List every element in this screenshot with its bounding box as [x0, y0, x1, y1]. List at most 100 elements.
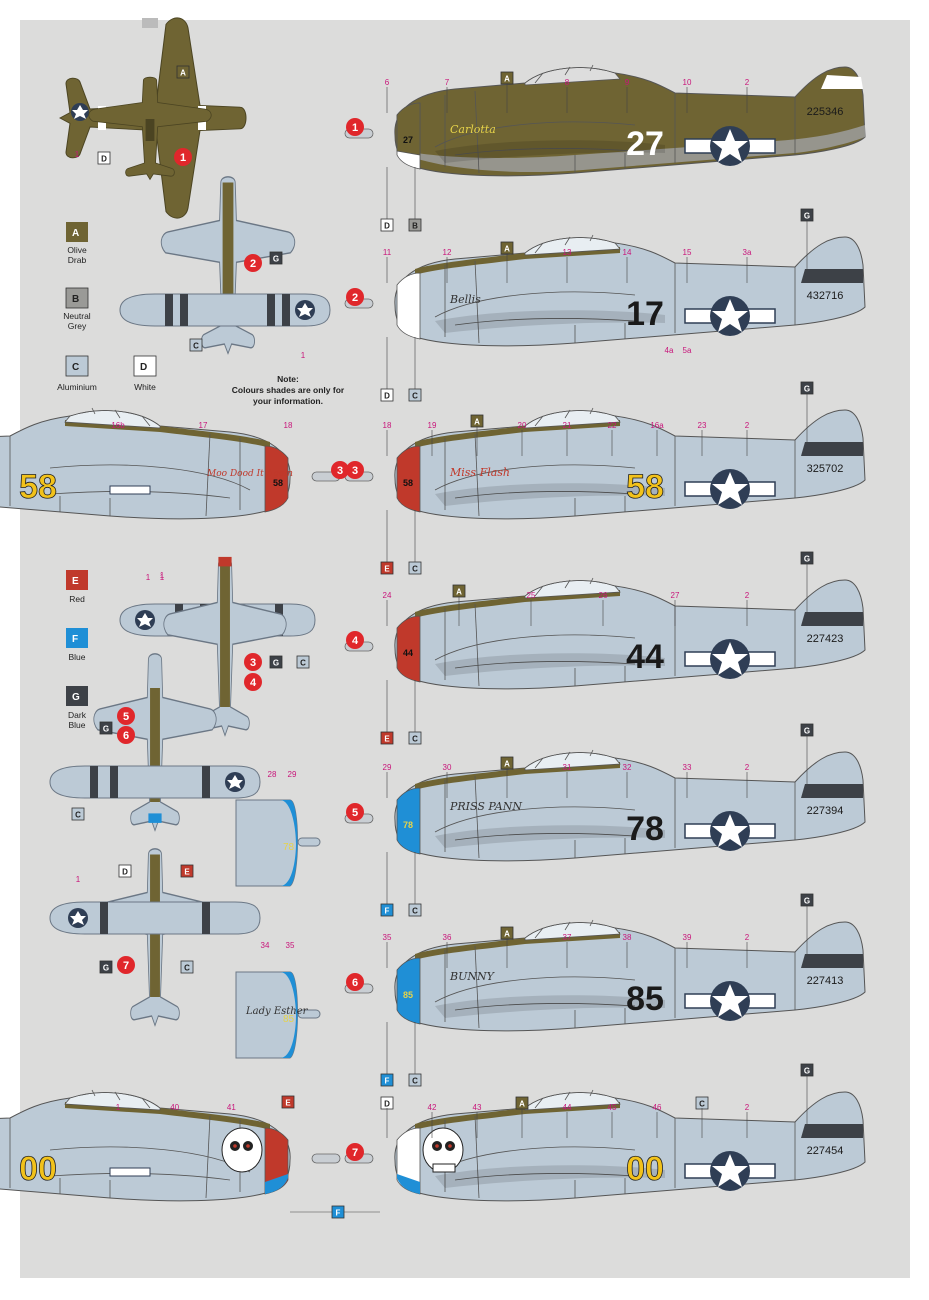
- profile-2-code: 17: [626, 295, 664, 333]
- profile-7-code: 00: [626, 1150, 664, 1188]
- svg-text:A: A: [72, 228, 79, 239]
- profile-1-serial: 225346: [807, 106, 844, 118]
- profile-7-marker: 7: [346, 1143, 364, 1161]
- left-profile-0: [0, 407, 341, 520]
- planform-3-4-code-c: C: [296, 655, 310, 669]
- planform-1-callout: 1: [75, 150, 80, 159]
- planform-2-marker: 2: [244, 254, 262, 272]
- planform-7-marker: 7: [117, 956, 135, 974]
- cowl-6-nose-art: Lady Esther: [245, 1006, 309, 1017]
- profile-3-nose-number: 58: [403, 478, 413, 488]
- legend-olive-drab: A Olive Drab: [66, 222, 88, 265]
- profile-6-callout-0: 35: [383, 933, 392, 942]
- profile-5-nose-art: PRISS PANN: [449, 800, 522, 813]
- profile-5-bottom-code-1-label: C: [412, 907, 418, 916]
- profile-4-bottom-code-0-label: E: [384, 735, 390, 744]
- profile-5-callout-4: 32: [623, 763, 632, 772]
- profile-1-callout-3: 8: [565, 78, 570, 87]
- profile-3-center-marker-num: 3: [337, 465, 343, 477]
- profile-6-bottom-code-0-label: F: [385, 1077, 390, 1086]
- cowl-5-nose-number: 78: [283, 842, 295, 853]
- profile-7-callout-code-3-label: A: [519, 1100, 525, 1109]
- profile-5-marker-num: 5: [352, 807, 358, 819]
- svg-text:G: G: [72, 692, 80, 703]
- profile-2-callout-0: 11: [383, 248, 392, 257]
- planform-7-callout: 1: [76, 875, 81, 884]
- profile-2-callout-6: 3a: [743, 248, 752, 257]
- svg-text:E: E: [72, 576, 79, 587]
- left-profile-1-callout-2: 41: [227, 1103, 236, 1112]
- profile-3-code: 58: [626, 468, 664, 506]
- planform-2-code-label: G: [273, 255, 279, 264]
- planform-3-4-code-c-label: C: [300, 659, 306, 668]
- profile-2-callout-code-2-label: A: [504, 245, 510, 254]
- profile-6-tail-code-label: G: [804, 897, 810, 906]
- profile-2-marker: 2: [346, 288, 364, 306]
- profile-2-serial: 432716: [807, 290, 844, 302]
- left-profile-1-code: 00: [19, 1150, 57, 1188]
- planform-5-6-code-c: C: [71, 807, 85, 821]
- profile-4-tail-code: G: [800, 551, 814, 565]
- profile-4-callout-0: 24: [383, 591, 392, 600]
- profile-7-callout-4: 44: [563, 1103, 572, 1112]
- planform-1-marker-num: 1: [180, 152, 186, 164]
- planform-2: [119, 293, 331, 327]
- profile-6-callout-code-2: A: [500, 926, 514, 940]
- profile-3-callout-3: 20: [518, 421, 527, 430]
- profile-4-bottom-code-1-label: C: [412, 735, 418, 744]
- profile-4-insignia: [684, 639, 776, 679]
- profile-2-bottom-code-0: D: [380, 388, 394, 402]
- svg-text:F: F: [72, 634, 78, 645]
- profile-4-callout-3: 26: [599, 591, 608, 600]
- profile-4-tail-code-label: G: [804, 555, 810, 564]
- planform-1-code-label: A: [180, 69, 186, 78]
- planform-6-marker: 6: [117, 726, 135, 744]
- profile-1-insignia: [684, 126, 776, 166]
- profile-1-nose-number: 27: [403, 135, 413, 145]
- profile-5-callout-3: 31: [563, 763, 572, 772]
- cowl-6-nose-number: 85: [283, 1014, 295, 1025]
- profile-3-insignia: [684, 469, 776, 509]
- planform-3-4-callout-0: 1: [146, 573, 151, 582]
- profile-3-callout-4: 21: [563, 421, 572, 430]
- svg-text:your information.: your information.: [253, 396, 323, 406]
- profile-2-callout-1: 12: [443, 248, 452, 257]
- cowl-6-callout-1: 35: [286, 941, 295, 950]
- profile-5-callout-0: 29: [383, 763, 392, 772]
- profile-6-marker-num: 6: [352, 977, 358, 989]
- cowl-6-callout-0: 34: [261, 941, 270, 950]
- profile-6-nose-art: BUNNY: [449, 970, 496, 983]
- profile-7-callout-5: 45: [608, 1103, 617, 1112]
- profile-7-callout-code-7: C: [695, 1096, 709, 1110]
- profile-1-bottom-code-1: B: [408, 218, 422, 232]
- profile-7-tail-code: G: [800, 1063, 814, 1077]
- planform-3-4-vertical: [163, 556, 287, 737]
- profile-1-code: 27: [626, 125, 664, 163]
- profile-7-callout-code-7-label: C: [699, 1100, 705, 1109]
- profile-7-skull-art: [422, 1127, 464, 1173]
- profile-2-tail-code-label: G: [804, 212, 810, 221]
- profile-2-subcallout-1: 5a: [683, 346, 692, 355]
- planform-7-marker-num: 7: [123, 960, 129, 972]
- svg-text:Blue: Blue: [68, 652, 85, 662]
- profile-6-callout-1: 36: [443, 933, 452, 942]
- legend-white: D White: [133, 355, 157, 392]
- profile-7-tail-code-label: G: [804, 1067, 810, 1076]
- profile-7-callout-code-0-label: D: [384, 1100, 390, 1109]
- profile-6-callout-5: 39: [683, 933, 692, 942]
- profile-2-bottom-code-1: C: [408, 388, 422, 402]
- profile-6-bottom-code-0: F: [380, 1073, 394, 1087]
- legend-neutral-grey: B Neutral Grey: [63, 287, 91, 331]
- left-profile-0-callout-1: 17: [199, 421, 208, 430]
- planform-2-vertical: [160, 176, 296, 355]
- planform-5-6-code-c-label: C: [75, 811, 81, 820]
- cowl-5-callout-1: 29: [288, 770, 297, 779]
- profile-5-serial: 227394: [807, 805, 844, 817]
- profile-5-callout-code-2: A: [500, 756, 514, 770]
- planform-2-code-c: C: [189, 338, 203, 352]
